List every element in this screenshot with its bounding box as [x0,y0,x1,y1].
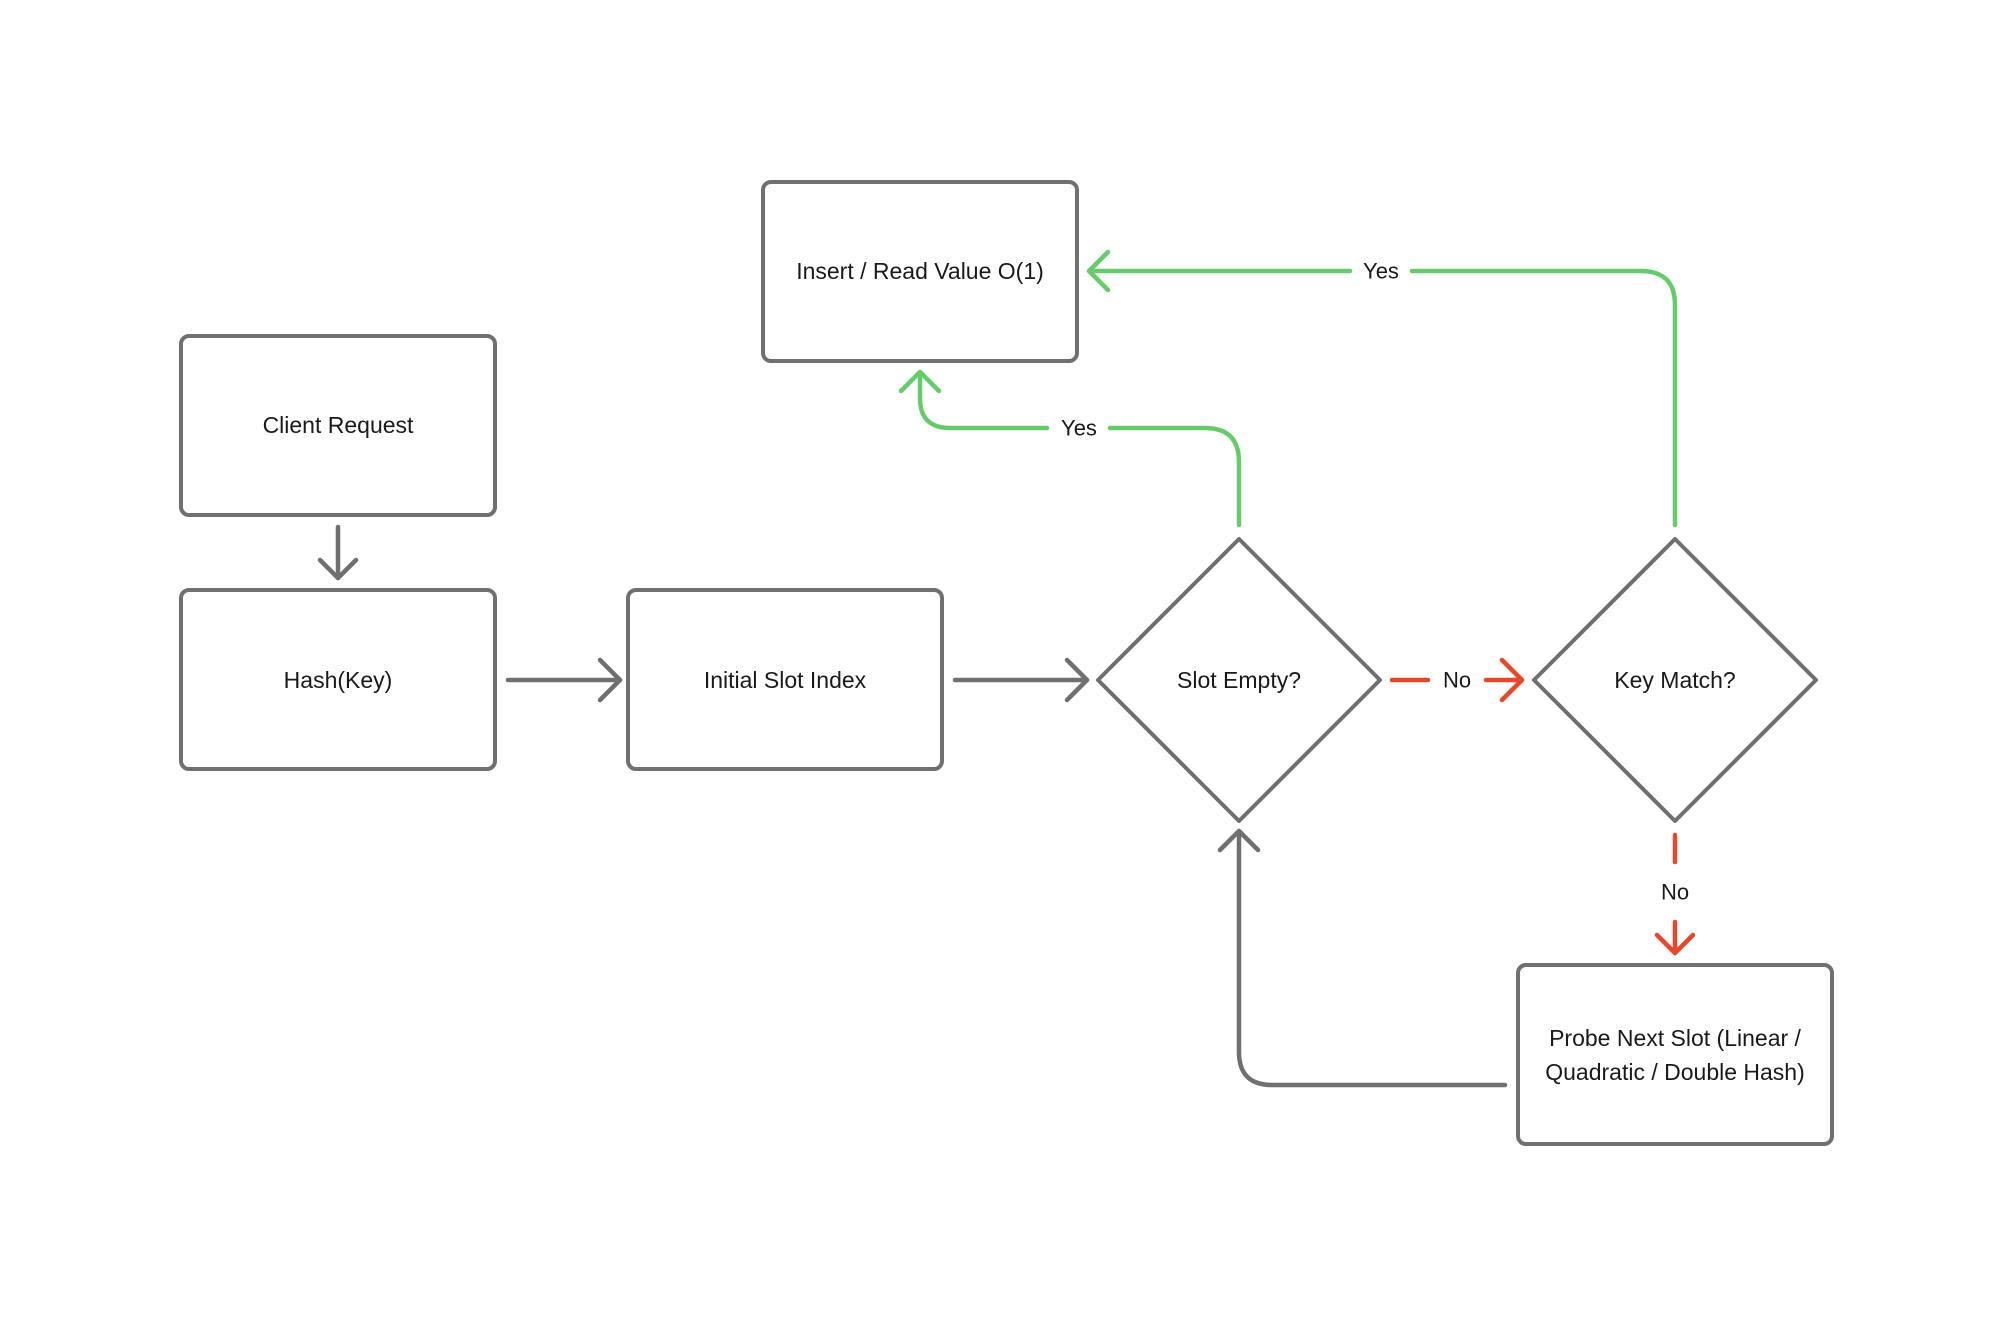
edge-hash-to-initial-slot [505,657,623,703]
node-hash-key: Hash(Key) [179,588,497,771]
node-hash-key-label: Hash(Key) [284,667,393,693]
node-insert-read-value: Insert / Read Value O(1) [761,180,1079,363]
edge-initial-slot-to-slot-empty [952,657,1090,703]
node-probe-next-slot-label-line2: Quadratic / Double Hash) [1545,1059,1805,1085]
node-initial-slot-index-label: Initial Slot Index [704,667,867,693]
edge-label-key-match-no: No [1661,880,1689,905]
node-slot-empty-label: Slot Empty? [1177,667,1301,693]
edge-probe-to-slot-empty [1217,828,1508,1088]
node-key-match-decision: Key Match? [1532,537,1818,823]
node-insert-read-value-label: Insert / Read Value O(1) [796,258,1044,284]
edge-slot-empty-no [1389,657,1525,703]
edge-label-slot-empty-no: No [1443,668,1471,693]
edge-slot-empty-yes [898,369,1242,528]
node-probe-next-slot-label-line1: Probe Next Slot (Linear / [1549,1025,1801,1051]
edge-key-match-no [1654,832,1696,956]
node-client-request-label: Client Request [263,412,414,438]
node-probe-next-slot: Probe Next Slot (Linear / Quadratic / Do… [1516,963,1834,1146]
edge-key-match-yes [1086,249,1678,528]
node-client-request: Client Request [179,334,497,517]
edge-label-slot-empty-yes: Yes [1061,416,1097,441]
edge-client-to-hash [317,524,359,581]
edge-label-key-match-yes: Yes [1363,259,1399,284]
node-initial-slot-index: Initial Slot Index [626,588,944,771]
node-key-match-label: Key Match? [1614,667,1735,693]
node-slot-empty-decision: Slot Empty? [1096,537,1382,823]
